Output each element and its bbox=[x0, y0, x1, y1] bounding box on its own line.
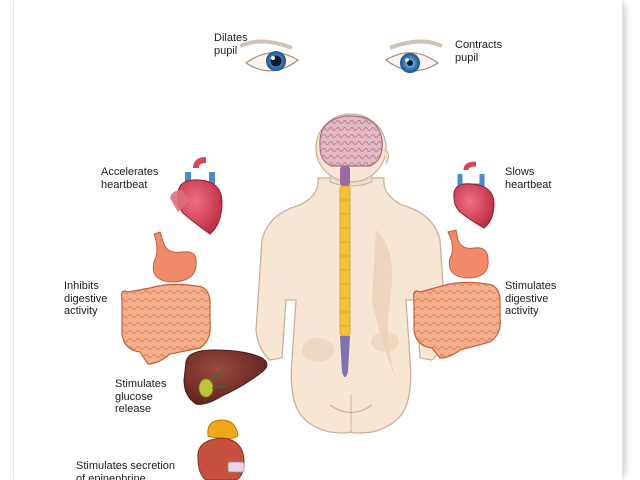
right-heart-icon bbox=[453, 161, 495, 229]
cervical-spine bbox=[340, 166, 350, 186]
slows-heartbeat-label: Slows heartbeat bbox=[505, 166, 552, 191]
lumbar-spine bbox=[340, 336, 350, 377]
stimulates-epinephrine-label: Stimulates secretion of epinephrine bbox=[76, 460, 176, 480]
right-eye-icon bbox=[384, 39, 443, 73]
human-torso-icon bbox=[255, 113, 447, 434]
left-eye-icon bbox=[239, 39, 300, 72]
dilates-pupil-label: Dilates pupil bbox=[214, 32, 248, 57]
accelerates-heartbeat-label: Accelerates heartbeat bbox=[101, 166, 159, 191]
left-stomach-intestine-icon bbox=[121, 231, 211, 365]
brain-icon bbox=[319, 115, 383, 167]
thoracic-spine bbox=[339, 185, 351, 337]
contracts-pupil-label: Contracts pupil bbox=[455, 39, 503, 64]
kidney-adrenal-icon bbox=[197, 419, 245, 480]
stimulates-digestive-label: Stimulates digestive activity bbox=[505, 280, 557, 317]
inhibits-digestive-label: Inhibits digestive activity bbox=[64, 280, 108, 317]
stimulates-glucose-label: Stimulates glucose release bbox=[115, 378, 167, 415]
liver-icon bbox=[183, 349, 268, 405]
right-stomach-intestine-icon bbox=[413, 229, 501, 359]
left-heart-icon bbox=[170, 157, 223, 235]
